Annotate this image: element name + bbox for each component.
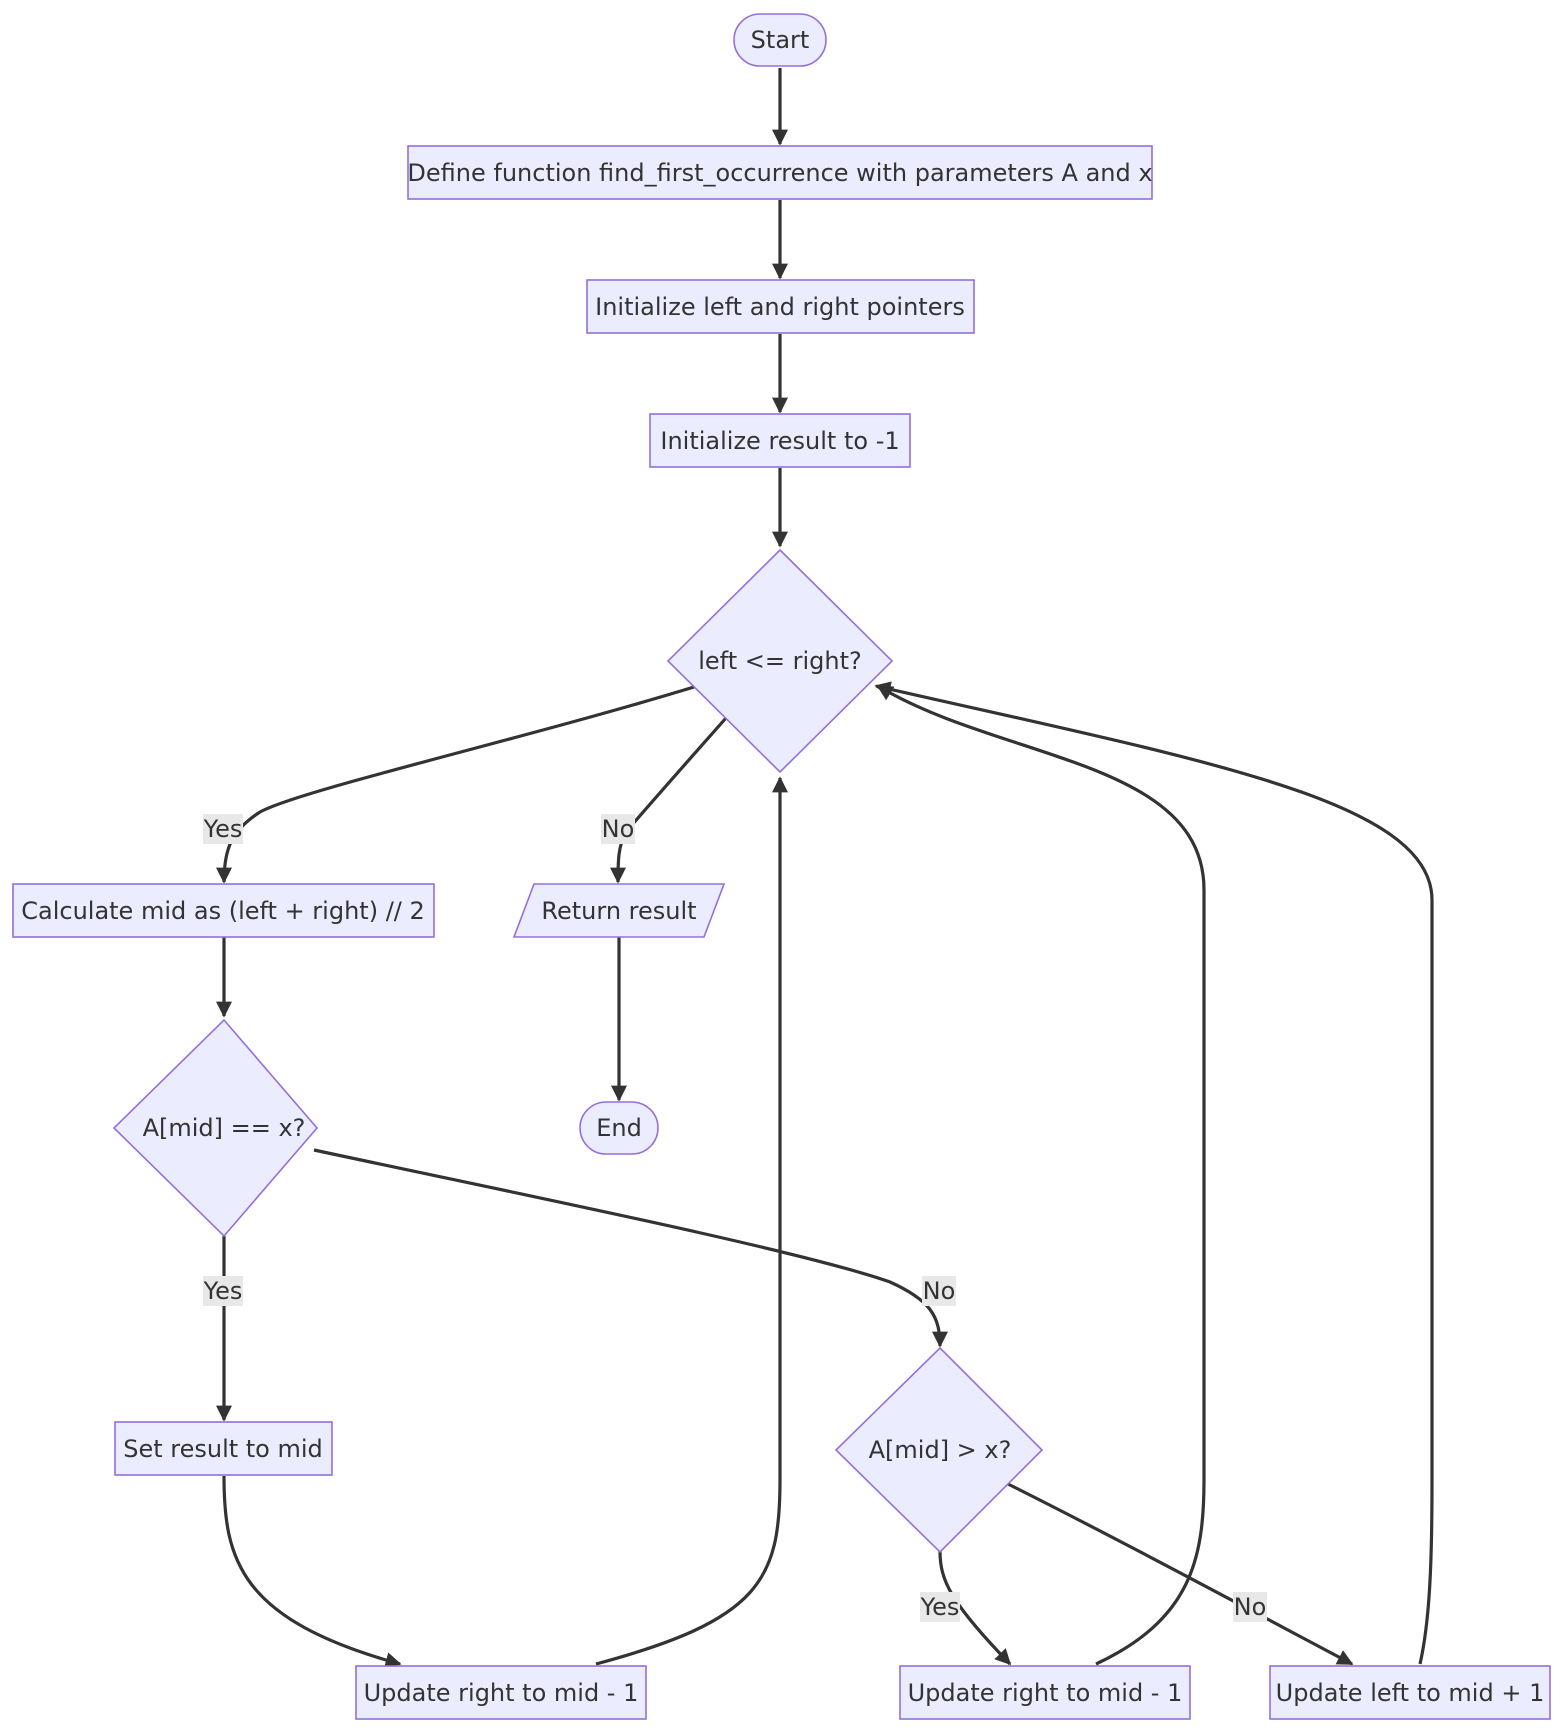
edge-label-bg	[920, 1592, 960, 1622]
node-update-left[interactable]: Update left to mid + 1	[1269, 1665, 1551, 1720]
node-check-equal[interactable]: A[mid] == x?	[112, 1018, 319, 1238]
edge-greater-no	[1007, 1482, 1354, 1666]
node-check-greater-shape	[834, 1346, 1044, 1554]
edge-labels: Yes No Yes No Yes No	[203, 814, 1267, 1622]
node-loop-check-shape	[666, 548, 894, 774]
node-start-label: Start	[751, 26, 810, 54]
edge-label-greater-no: No	[1233, 1592, 1267, 1622]
node-update-left-shape	[1269, 1665, 1551, 1720]
node-end[interactable]: End	[579, 1101, 659, 1155]
node-loop-check[interactable]: left <= right?	[666, 548, 894, 774]
edge-label-greater-yes-text: Yes	[920, 1593, 960, 1621]
node-check-equal-shape	[112, 1018, 319, 1238]
node-update-right-a[interactable]: Update right to mid - 1	[355, 1665, 647, 1720]
node-update-left-label: Update left to mid + 1	[1276, 1679, 1545, 1707]
node-calc-mid[interactable]: Calculate mid as (left + right) // 2	[12, 883, 435, 938]
node-update-right-a-shape	[355, 1665, 647, 1720]
edge-label-equal-no: No	[922, 1276, 956, 1306]
node-init-result-shape	[649, 413, 911, 468]
node-check-equal-label: A[mid] == x?	[143, 1114, 306, 1142]
edge-label-loop-yes-text: Yes	[203, 815, 243, 843]
node-update-right-a-label: Update right to mid - 1	[364, 1679, 639, 1707]
node-init-result-label: Initialize result to -1	[660, 427, 899, 455]
node-set-result-label: Set result to mid	[123, 1435, 323, 1463]
edge-label-equal-yes: Yes	[203, 1276, 243, 1306]
node-start-shape	[733, 13, 827, 67]
edge-label-equal-yes-text: Yes	[203, 1277, 243, 1305]
node-return-result-label: Return result	[541, 897, 696, 925]
edge-label-loop-no-text: No	[602, 815, 635, 843]
node-update-right-b-shape	[899, 1665, 1191, 1720]
edge-loop-no	[610, 716, 728, 884]
edge-label-greater-yes: Yes	[920, 1592, 960, 1622]
node-calc-mid-shape	[12, 883, 435, 938]
node-check-greater-label: A[mid] > x?	[869, 1436, 1012, 1464]
node-update-right-b-label: Update right to mid - 1	[908, 1679, 1183, 1707]
edge-label-bg	[1233, 1592, 1267, 1622]
node-define-function[interactable]: Define function find_first_occurrence wi…	[407, 145, 1153, 200]
node-end-label: End	[596, 1114, 642, 1142]
edge-set-result-to-update-right-a	[222, 1475, 402, 1668]
edge-update-right-a-to-loop	[595, 776, 788, 1666]
node-check-greater[interactable]: A[mid] > x?	[834, 1346, 1044, 1554]
node-update-right-b[interactable]: Update right to mid - 1	[899, 1665, 1191, 1720]
node-set-result-shape	[114, 1421, 333, 1476]
edge-label-bg	[922, 1276, 956, 1306]
nodes: Start Define function find_first_occurre…	[12, 13, 1551, 1720]
edge-label-bg	[203, 814, 243, 844]
node-end-shape	[579, 1101, 659, 1155]
node-loop-check-label: left <= right?	[698, 647, 861, 675]
edge-update-left-to-loop	[874, 681, 1434, 1665]
edge-label-greater-no-text: No	[1234, 1593, 1267, 1621]
node-set-result[interactable]: Set result to mid	[114, 1421, 333, 1476]
edge-label-loop-no: No	[601, 814, 635, 844]
node-init-pointers-shape	[586, 279, 975, 334]
edge-label-bg	[601, 814, 635, 844]
node-calc-mid-label: Calculate mid as (left + right) // 2	[21, 897, 425, 925]
edge-label-bg	[203, 1276, 243, 1306]
edge-label-equal-no-text: No	[923, 1277, 956, 1305]
node-return-result[interactable]: Return result	[512, 883, 726, 938]
edge-update-right-b-to-loop	[876, 684, 1206, 1666]
node-define-function-label: Define function find_first_occurrence wi…	[407, 159, 1152, 187]
edge-loop-yes	[216, 685, 695, 884]
edge-label-loop-yes: Yes	[203, 814, 243, 844]
node-init-result[interactable]: Initialize result to -1	[649, 413, 911, 468]
node-define-function-shape	[407, 145, 1153, 200]
node-return-result-shape	[512, 883, 726, 938]
node-start[interactable]: Start	[733, 13, 827, 67]
edge-equal-no	[313, 1148, 948, 1348]
node-init-pointers[interactable]: Initialize left and right pointers	[586, 279, 975, 334]
node-init-pointers-label: Initialize left and right pointers	[595, 293, 965, 321]
